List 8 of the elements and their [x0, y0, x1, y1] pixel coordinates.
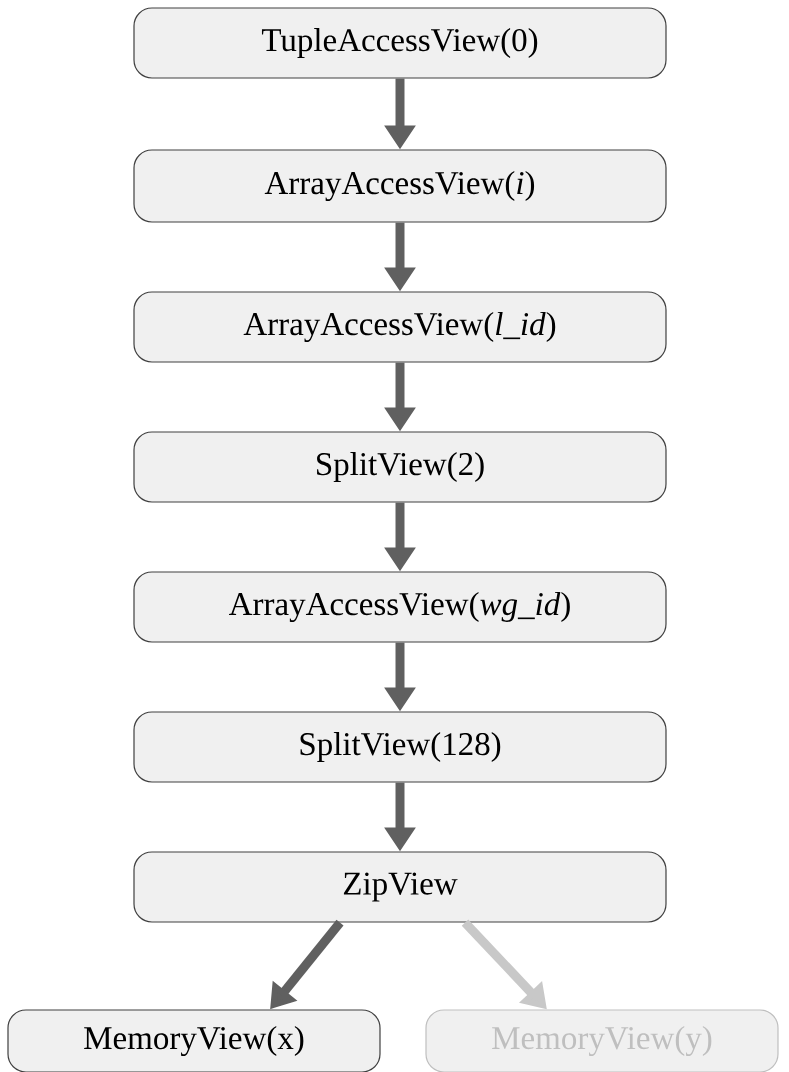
- view-box: ZipView: [133, 851, 667, 923]
- view-box: MemoryView(x): [7, 1009, 381, 1072]
- view-box: TupleAccessView(0): [133, 7, 667, 79]
- view-box: SplitView(2): [133, 431, 667, 503]
- view-box: ArrayAccessView(wg_id): [133, 571, 667, 643]
- view-box: ArrayAccessView(l_id): [133, 291, 667, 363]
- view-box: SplitView(128): [133, 711, 667, 783]
- view-box: ArrayAccessView(i): [133, 149, 667, 223]
